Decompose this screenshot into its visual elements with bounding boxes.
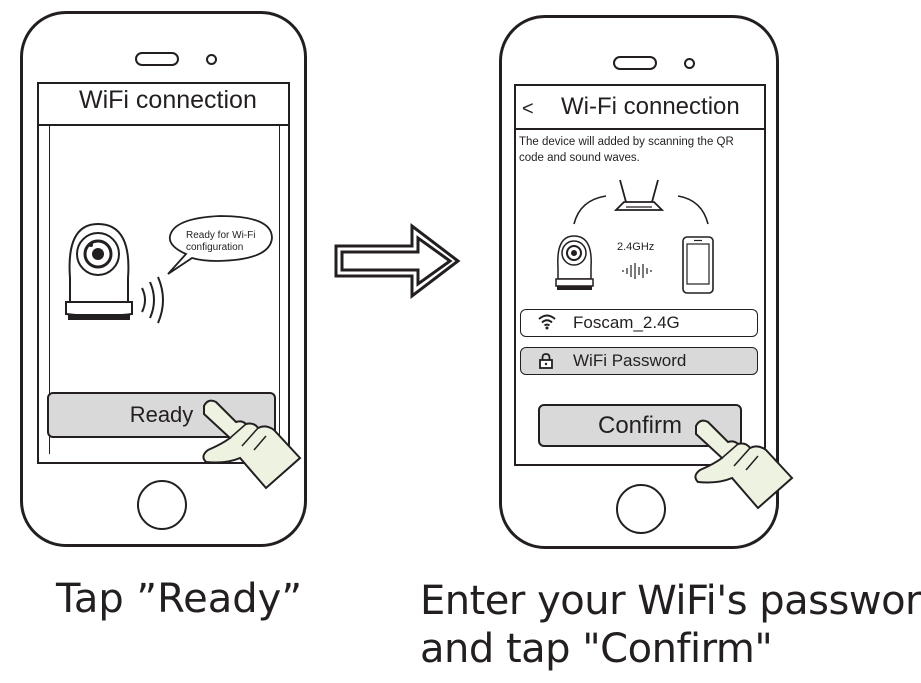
caption-right-line1: Enter your WiFi's password bbox=[420, 578, 921, 624]
confirm-button-label: Confirm bbox=[597, 411, 682, 439]
speech-bubble-icon bbox=[167, 215, 273, 275]
left-phone-front-camera bbox=[206, 54, 217, 65]
left-phone-speaker bbox=[135, 52, 179, 66]
camera-icon-small bbox=[555, 235, 594, 290]
arrow-right-icon bbox=[334, 222, 461, 300]
right-phone-screen bbox=[514, 84, 766, 466]
bubble-text-line1: Ready for Wi-Fi bbox=[186, 230, 256, 241]
ready-button-label: Ready bbox=[129, 402, 194, 427]
lock-icon bbox=[539, 353, 553, 369]
right-phone-front-camera bbox=[684, 58, 695, 69]
left-screen-title: WiFi connection bbox=[79, 86, 257, 114]
left-screen-title-divider bbox=[39, 124, 288, 126]
sound-wave-icon bbox=[141, 276, 164, 324]
right-screen-title: Wi-Fi connection bbox=[561, 93, 740, 120]
caption-right-line2: and tap "Confirm" bbox=[420, 626, 773, 672]
phone-icon bbox=[682, 236, 714, 294]
back-button[interactable]: < bbox=[522, 98, 534, 120]
bubble-text-line2: configuration bbox=[186, 242, 244, 253]
finger-tap-icon bbox=[694, 419, 794, 510]
sound-wave-icon bbox=[622, 263, 652, 279]
camera-icon bbox=[65, 222, 133, 320]
description-line2: code and sound waves. bbox=[519, 152, 640, 164]
left-phone-home-button[interactable] bbox=[137, 480, 187, 530]
finger-tap-icon bbox=[202, 399, 302, 490]
band-label: 2.4GHz bbox=[617, 241, 655, 253]
caption-left: Tap ”Ready” bbox=[56, 576, 303, 622]
right-screen-title-divider bbox=[516, 128, 764, 130]
left-screen-inner-frame bbox=[49, 124, 280, 454]
right-phone-home-button[interactable] bbox=[616, 484, 666, 534]
wifi-icon bbox=[538, 314, 556, 330]
description-line1: The device will added by scanning the QR bbox=[519, 136, 734, 148]
password-placeholder: WiFi Password bbox=[573, 351, 687, 370]
right-phone-speaker bbox=[613, 56, 657, 70]
password-field[interactable]: WiFi Password bbox=[520, 347, 758, 375]
ssid-value: Foscam_2.4G bbox=[573, 313, 680, 332]
router-icon bbox=[573, 179, 709, 225]
ssid-field[interactable]: Foscam_2.4G bbox=[520, 309, 758, 337]
